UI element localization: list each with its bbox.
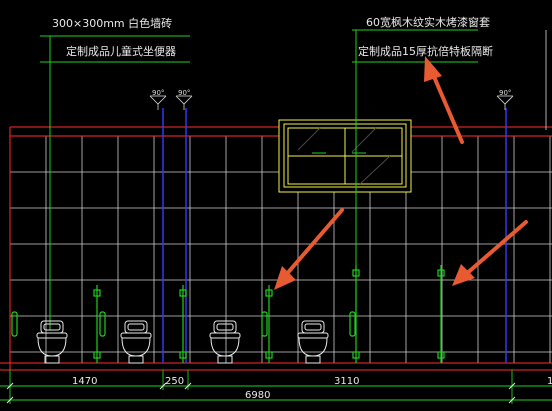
pipes: [162, 108, 507, 363]
label-window-trim: 60宽枫木纹实木烤漆窗套: [366, 15, 490, 29]
partitions: [11, 265, 445, 363]
dimension-total: 6980: [245, 390, 270, 401]
window: [278, 119, 412, 193]
dimension-partial: 1: [547, 376, 552, 387]
toilet-4: [297, 320, 329, 364]
toilet-2: [120, 320, 152, 364]
elevation-mark-1: 90°: [152, 89, 164, 97]
label-tile: 300×300mm 白色墙砖: [52, 16, 172, 30]
callout-arrows: [274, 56, 528, 290]
dimension-1470: 1470: [72, 376, 97, 387]
toilets: [36, 320, 329, 364]
dimension-250: 250: [165, 376, 184, 387]
elevation-mark-3: 90°: [499, 89, 511, 97]
elevation-mark-2: 90°: [178, 89, 190, 97]
elevation-marks: [149, 95, 514, 110]
label-partition: 定制成品15厚抗倍特板隔断: [358, 44, 493, 58]
toilet-3: [209, 320, 241, 364]
dimension-lines: [0, 370, 552, 404]
dimension-3110: 3110: [334, 376, 359, 387]
dimension-ticks: [6, 382, 516, 404]
toilet-1: [36, 320, 68, 364]
label-toilet: 定制成品儿童式坐便器: [66, 44, 176, 58]
